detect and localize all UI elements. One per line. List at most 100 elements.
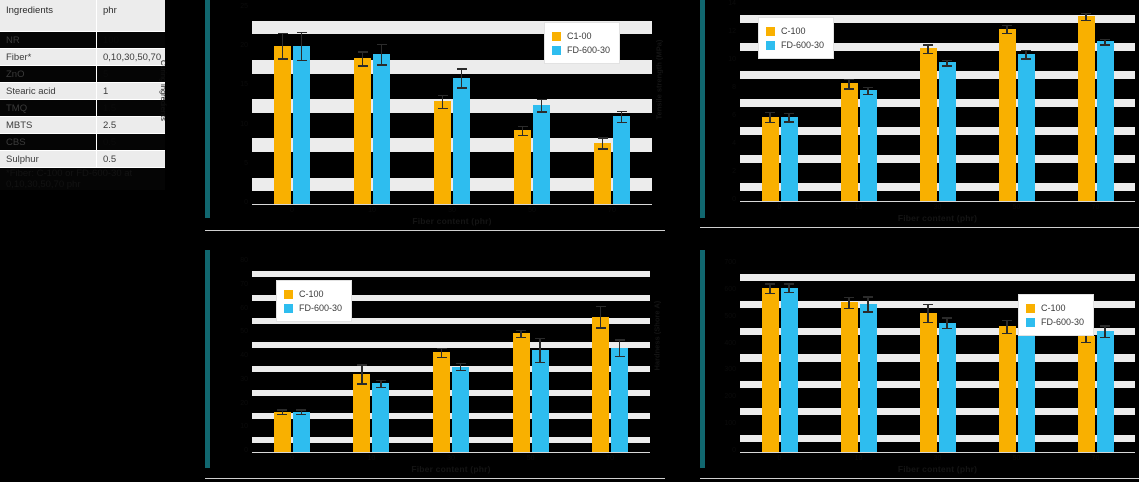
- x-tick-label: 10: [368, 207, 376, 214]
- x-tick-label: 50: [526, 455, 535, 462]
- axis-band: [740, 361, 1135, 382]
- error-bar-cap: [863, 93, 873, 96]
- table-cell-phr: 0.5: [96, 150, 165, 168]
- bar-c100: [919, 312, 937, 452]
- error-bar-cap: [784, 283, 794, 285]
- error-bar-cap: [277, 409, 288, 411]
- error-bar-cap: [1002, 24, 1012, 26]
- legend-swatch-c100: [766, 26, 775, 36]
- error-bar-cap: [277, 33, 288, 35]
- error-bar: [788, 112, 790, 122]
- x-tick-label: 50: [1012, 455, 1021, 462]
- y-tick-label: 12: [728, 28, 736, 35]
- error-bar: [539, 338, 541, 362]
- bar-c100: [433, 352, 450, 452]
- table-cell-ingredient: ZnO: [0, 65, 97, 83]
- bar-fd600: [613, 116, 630, 204]
- axis-band: [252, 191, 652, 204]
- error-bar-cap: [296, 31, 307, 33]
- error-bar-cap: [863, 311, 873, 313]
- plot-baseline: [252, 452, 650, 453]
- table-cell-ingredient: Stearic acid: [0, 82, 97, 100]
- table-cell-ingredient: MBTS: [0, 116, 97, 134]
- legend-item[interactable]: C-100: [766, 24, 824, 38]
- error-bar-cap: [765, 121, 775, 124]
- error-bar-cap: [765, 112, 775, 114]
- table-cell-ingredient: Sulphur: [0, 150, 97, 168]
- axis-band: [252, 395, 650, 414]
- error-bar-cap: [296, 59, 307, 62]
- x-tick-label: 50: [1012, 204, 1021, 211]
- axis-band: [740, 334, 1135, 355]
- error-bar-cap: [614, 355, 625, 358]
- y-tick-label: 6: [732, 112, 736, 119]
- table-header-ingredients: Ingredients: [0, 0, 97, 32]
- bar-c100: [514, 130, 531, 204]
- error-bar: [281, 409, 283, 414]
- table-row: Fiber*0,10,30,50,70: [0, 48, 165, 66]
- legend-label: C-100: [299, 289, 324, 299]
- legend-swatch-c100: [284, 289, 293, 299]
- x-tick-label: 30: [448, 207, 456, 214]
- table-cell-ingredient: NR: [0, 31, 97, 49]
- axis-band: [252, 262, 650, 271]
- y-tick-label: 25: [240, 3, 248, 10]
- bar-c100: [919, 48, 937, 201]
- table-cell-phr: 100: [96, 31, 165, 49]
- bar-fd600: [533, 105, 550, 204]
- error-bar-cap: [844, 296, 854, 299]
- table-header-row: Ingredients phr: [0, 0, 165, 32]
- x-tick-label: 10: [367, 455, 376, 462]
- axis-band: [740, 106, 1135, 128]
- error-bar-cap: [296, 409, 307, 411]
- x-axis-label: Fiber content (phr): [897, 213, 978, 223]
- legend-item[interactable]: FD-600-30: [284, 301, 342, 315]
- legend-item[interactable]: C-100: [1026, 301, 1084, 315]
- error-bar: [927, 44, 929, 53]
- error-bar-cap: [375, 379, 386, 381]
- x-axis-label: Fiber content (phr): [412, 216, 492, 226]
- error-bar: [300, 31, 303, 60]
- legend-item[interactable]: FD-600-30: [552, 43, 610, 57]
- axis-band: [252, 443, 650, 452]
- axis-band: [740, 190, 1135, 201]
- bar-c100: [354, 58, 371, 204]
- error-bar: [1104, 38, 1106, 45]
- y-tick-label: 0: [244, 447, 248, 454]
- bar-c100: [998, 326, 1016, 452]
- axis-band: [740, 134, 1135, 156]
- legend-item[interactable]: FD-600-30: [766, 38, 824, 52]
- table-cell-phr: 5: [96, 65, 165, 83]
- error-bar-cap: [1081, 19, 1091, 22]
- axis-band: [740, 50, 1135, 72]
- bar-fd600: [373, 54, 390, 204]
- y-tick-label: 40: [240, 352, 248, 359]
- error-bar-cap: [1100, 325, 1110, 327]
- y-tick-label: 10: [240, 423, 248, 431]
- error-bar: [1025, 49, 1027, 59]
- x-tick-label: 30: [447, 455, 455, 462]
- y-axis-label: Tensile strength (MPa): [654, 40, 664, 120]
- legend-item[interactable]: FD-600-30: [1026, 315, 1084, 329]
- legend-item[interactable]: C1-00: [552, 29, 610, 43]
- error-bar-cap: [844, 88, 854, 90]
- plot-baseline: [740, 201, 1135, 202]
- y-tick-label: 15: [240, 81, 248, 89]
- axis-band: [740, 442, 1135, 452]
- error-bar-cap: [437, 95, 448, 97]
- bar-c100: [840, 83, 858, 201]
- legend-item[interactable]: C-100: [284, 287, 342, 301]
- error-bar-cap: [296, 414, 307, 416]
- error-bar-cap: [784, 112, 794, 115]
- error-bar-cap: [863, 86, 873, 89]
- bar-fd600: [452, 366, 469, 452]
